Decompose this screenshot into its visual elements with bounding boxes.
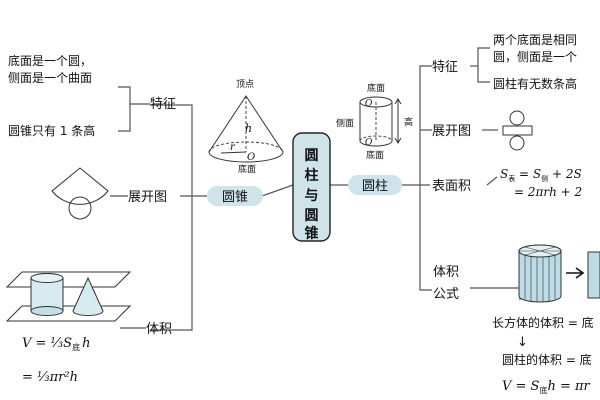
center-char-5: 锥 xyxy=(305,225,319,242)
cone-volume-figure: 体积 xyxy=(5,271,172,337)
center-char-1: 圆 xyxy=(305,148,319,164)
surface-formula-2: = 2πrh + 2 xyxy=(514,185,582,199)
cone-formula-1: V = ⅓S xyxy=(22,336,72,351)
cylinder-net-label: 展开图 xyxy=(432,124,471,139)
cylinder-volume-label-2: 公式 xyxy=(433,287,459,302)
cone-features: 底面是一个圆， 侧面是一个曲面 圆锥只有 1 条高 特征 xyxy=(8,53,176,138)
cylinder-volume: 体积 公式 长方体的体积 = 底 ↓ 圆柱的体积 = 底 V = S底h = π… xyxy=(433,244,600,395)
cylinder-feature-line-1: 两个底面是相同 xyxy=(493,32,577,47)
center-char-2: 柱 xyxy=(305,167,319,184)
cone-base-label: 底面 xyxy=(238,163,256,175)
volume-row-1: 长方体的体积 = 底 xyxy=(492,315,594,330)
svg-text:V = S底h = πr: V = S底h = πr xyxy=(502,379,591,395)
volume-arrow: ↓ xyxy=(517,335,528,350)
cone-feature-line-2: 侧面是一个曲面 xyxy=(8,71,92,85)
cone-pill: 圆锥 xyxy=(207,186,263,206)
cone-formula-2: = ⅓πr²h xyxy=(22,370,78,385)
cylinder-top-label: 底面 xyxy=(367,82,385,94)
cone-r-label: r xyxy=(230,142,236,153)
cylinder-bottom-label: 底面 xyxy=(366,149,384,161)
surface-formula-s: S xyxy=(500,167,508,181)
connector-lines xyxy=(110,47,521,331)
cylinder-pill: 圆柱 xyxy=(348,175,402,195)
surface-formula-end: + 2S xyxy=(548,167,582,181)
svg-text:S表 = S侧 + 2S: S表 = S侧 + 2S xyxy=(500,167,582,183)
cylinder-side-label: 侧面 xyxy=(336,117,354,129)
cylinder-features: 特征 两个底面是相同 圆，侧面是一个 圆柱有无数条高 xyxy=(432,32,577,91)
cone-feature-height: 圆锥只有 1 条高 xyxy=(8,123,95,138)
center-node: 圆 柱 与 圆 锥 xyxy=(292,132,331,242)
center-char-4: 圆 xyxy=(305,208,319,224)
volume-row-3-end: h = πr xyxy=(547,379,590,394)
cylinder-features-label: 特征 xyxy=(432,60,458,75)
cone-apex-label: 顶点 xyxy=(236,79,254,90)
center-char-3: 与 xyxy=(305,188,319,204)
volume-row-3-sub: 底 xyxy=(539,385,547,395)
cylinder-height-label: 高 xyxy=(404,116,413,128)
volume-row-2: 圆柱的体积 = 底 xyxy=(502,352,592,367)
surface-formula-sub-1: 表 xyxy=(508,174,515,183)
cone-net-label: 展开图 xyxy=(128,190,167,205)
cone-features-label: 特征 xyxy=(150,97,176,112)
cylinder-label: 圆柱 xyxy=(362,179,388,194)
cylinder-o2-label: O xyxy=(365,138,373,148)
cylinder-volume-label-1: 体积 xyxy=(433,265,459,280)
cone-net: 展开图 xyxy=(51,167,167,220)
cone-o-label: O xyxy=(247,152,255,163)
cone-formula-1-sub: 底 xyxy=(72,342,80,352)
surface-formula-sub-2: 侧 xyxy=(541,174,548,183)
cone-volume-label: 体积 xyxy=(146,322,172,337)
cylinder-net: 展开图 xyxy=(432,110,533,151)
cone-label: 圆锥 xyxy=(222,190,248,205)
cone-formula-1-end: h xyxy=(82,336,90,351)
cylinder-o1-label: O xyxy=(365,99,373,109)
cylinder-feature-height: 圆柱有无数条高 xyxy=(493,76,577,91)
cone-figure: 顶点 h r O 底面 xyxy=(208,79,284,175)
cylinder-surface: 表面积 S表 = S侧 + 2S = 2πrh + 2 xyxy=(432,167,582,199)
cylinder-surface-label: 表面积 xyxy=(432,179,471,194)
cylinder-feature-line-2: 圆，侧面是一个 xyxy=(493,50,577,64)
cone-h-label: h xyxy=(245,122,252,135)
cone-feature-line-1: 底面是一个圆， xyxy=(8,53,92,68)
volume-row-3: V = S xyxy=(502,379,540,394)
cylinder-figure: 底面 O O 侧面 底面 高 xyxy=(336,82,413,161)
surface-formula-mid: = S xyxy=(515,167,541,181)
